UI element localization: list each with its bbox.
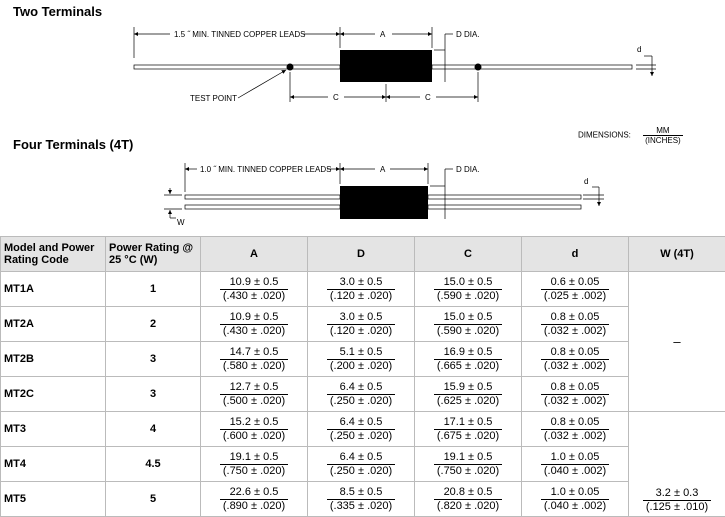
four-small-d-label: d bbox=[584, 177, 588, 186]
four-a-label: A bbox=[380, 165, 386, 174]
row-power: 3 bbox=[106, 377, 201, 412]
two-small-d-label: d bbox=[637, 45, 641, 54]
table-row: MT5 5 22.6 ± 0.5(.890 ± .020) 8.5 ± 0.5(… bbox=[1, 482, 725, 517]
four-left-lead-bottom bbox=[185, 205, 340, 209]
header-a: A bbox=[201, 237, 308, 272]
two-left-lead bbox=[134, 65, 340, 69]
row-a: 15.2 ± 0.5(.600 ± .020) bbox=[201, 412, 308, 447]
table-header-row: Model and Power Rating Code Power Rating… bbox=[1, 237, 725, 272]
row-c: 15.0 ± 0.5(.590 ± .020) bbox=[415, 272, 522, 307]
row-a: 12.7 ± 0.5(.500 ± .020) bbox=[201, 377, 308, 412]
row-small-d: 0.8 ± 0.05(.032 ± .002) bbox=[522, 342, 629, 377]
four-resistor-body bbox=[340, 186, 428, 219]
two-right-lead bbox=[432, 65, 632, 69]
row-power: 4.5 bbox=[106, 447, 201, 482]
row-power: 2 bbox=[106, 307, 201, 342]
row-a: 14.7 ± 0.5(.580 ± .020) bbox=[201, 342, 308, 377]
row-c: 15.0 ± 0.5(.590 ± .020) bbox=[415, 307, 522, 342]
two-a-label: A bbox=[380, 30, 386, 39]
row-small-d: 0.8 ± 0.05(.032 ± .002) bbox=[522, 377, 629, 412]
table-row: MT2B 3 14.7 ± 0.5(.580 ± .020) 5.1 ± 0.5… bbox=[1, 342, 725, 377]
header-c: C bbox=[415, 237, 522, 272]
two-c-label-right: C bbox=[425, 93, 431, 102]
header-small-d: d bbox=[522, 237, 629, 272]
row-power: 1 bbox=[106, 272, 201, 307]
row-small-d: 1.0 ± 0.05(.040 ± .002) bbox=[522, 482, 629, 517]
w-dash-cell: – bbox=[629, 272, 725, 412]
row-power: 3 bbox=[106, 342, 201, 377]
row-d-dia: 3.0 ± 0.5(.120 ± .020) bbox=[308, 307, 415, 342]
four-right-lead-bottom bbox=[428, 205, 581, 209]
table-row: MT2A 2 10.9 ± 0.5(.430 ± .020) 3.0 ± 0.5… bbox=[1, 307, 725, 342]
row-a: 10.9 ± 0.5(.430 ± .020) bbox=[201, 307, 308, 342]
row-d-dia: 6.4 ± 0.5(.250 ± .020) bbox=[308, 377, 415, 412]
two-d-dia-label: D DIA. bbox=[456, 30, 480, 39]
four-left-lead-top bbox=[185, 195, 340, 199]
row-model: MT3 bbox=[1, 412, 106, 447]
header-w: W (4T) bbox=[629, 237, 725, 272]
row-model: MT2B bbox=[1, 342, 106, 377]
row-d-dia: 6.4 ± 0.5(.250 ± .020) bbox=[308, 412, 415, 447]
w-mt5-cell: 3.2 ± 0.3(.125 ± .010) bbox=[629, 412, 725, 517]
row-model: MT4 bbox=[1, 447, 106, 482]
four-terminal-diagram: 1.0 ˝ MIN. TINNED COPPER LEADS A D DIA. … bbox=[164, 163, 604, 227]
table-row: MT4 4.5 19.1 ± 0.5(.750 ± .020) 6.4 ± 0.… bbox=[1, 447, 725, 482]
header-d-dia: D bbox=[308, 237, 415, 272]
four-d-dia-label: D DIA. bbox=[456, 165, 480, 174]
row-c: 19.1 ± 0.5(.750 ± .020) bbox=[415, 447, 522, 482]
spec-table: Model and Power Rating Code Power Rating… bbox=[0, 236, 725, 517]
terminal-diagrams: 1.5 ˝ MIN. TINNED COPPER LEADS A D DIA. … bbox=[0, 0, 725, 236]
two-test-point-label: TEST POINT bbox=[190, 94, 237, 103]
row-a: 10.9 ± 0.5(.430 ± .020) bbox=[201, 272, 308, 307]
four-right-lead-top bbox=[428, 195, 581, 199]
header-power: Power Rating @ 25 °C (W) bbox=[106, 237, 201, 272]
table-row: MT3 4 15.2 ± 0.5(.600 ± .020) 6.4 ± 0.5(… bbox=[1, 412, 725, 447]
row-c: 20.8 ± 0.5(.820 ± .020) bbox=[415, 482, 522, 517]
row-c: 15.9 ± 0.5(.625 ± .020) bbox=[415, 377, 522, 412]
two-terminal-diagram: 1.5 ˝ MIN. TINNED COPPER LEADS A D DIA. … bbox=[134, 27, 656, 103]
row-model: MT1A bbox=[1, 272, 106, 307]
row-small-d: 0.6 ± 0.05(.025 ± .002) bbox=[522, 272, 629, 307]
row-model: MT2C bbox=[1, 377, 106, 412]
row-small-d: 0.8 ± 0.05(.032 ± .002) bbox=[522, 307, 629, 342]
table-row: MT2C 3 12.7 ± 0.5(.500 ± .020) 6.4 ± 0.5… bbox=[1, 377, 725, 412]
row-a: 22.6 ± 0.5(.890 ± .020) bbox=[201, 482, 308, 517]
two-test-point-right bbox=[475, 64, 482, 71]
row-small-d: 0.8 ± 0.05(.032 ± .002) bbox=[522, 412, 629, 447]
two-c-label-left: C bbox=[333, 93, 339, 102]
row-model: MT5 bbox=[1, 482, 106, 517]
row-c: 16.9 ± 0.5(.665 ± .020) bbox=[415, 342, 522, 377]
row-model: MT2A bbox=[1, 307, 106, 342]
row-c: 17.1 ± 0.5(.675 ± .020) bbox=[415, 412, 522, 447]
row-d-dia: 3.0 ± 0.5(.120 ± .020) bbox=[308, 272, 415, 307]
table-row: MT1A 1 10.9 ± 0.5(.430 ± .020) 3.0 ± 0.5… bbox=[1, 272, 725, 307]
row-a: 19.1 ± 0.5(.750 ± .020) bbox=[201, 447, 308, 482]
row-small-d: 1.0 ± 0.05(.040 ± .002) bbox=[522, 447, 629, 482]
four-lead-length-label: 1.0 ˝ MIN. TINNED COPPER LEADS bbox=[200, 165, 331, 174]
header-model: Model and Power Rating Code bbox=[1, 237, 106, 272]
row-d-dia: 8.5 ± 0.5(.335 ± .020) bbox=[308, 482, 415, 517]
two-test-point-left bbox=[287, 64, 294, 71]
two-resistor-body bbox=[340, 50, 432, 82]
two-lead-length-label: 1.5 ˝ MIN. TINNED COPPER LEADS bbox=[174, 30, 305, 39]
row-d-dia: 6.4 ± 0.5(.250 ± .020) bbox=[308, 447, 415, 482]
row-power: 5 bbox=[106, 482, 201, 517]
four-w-label: W bbox=[177, 218, 185, 227]
row-power: 4 bbox=[106, 412, 201, 447]
row-d-dia: 5.1 ± 0.5(.200 ± .020) bbox=[308, 342, 415, 377]
